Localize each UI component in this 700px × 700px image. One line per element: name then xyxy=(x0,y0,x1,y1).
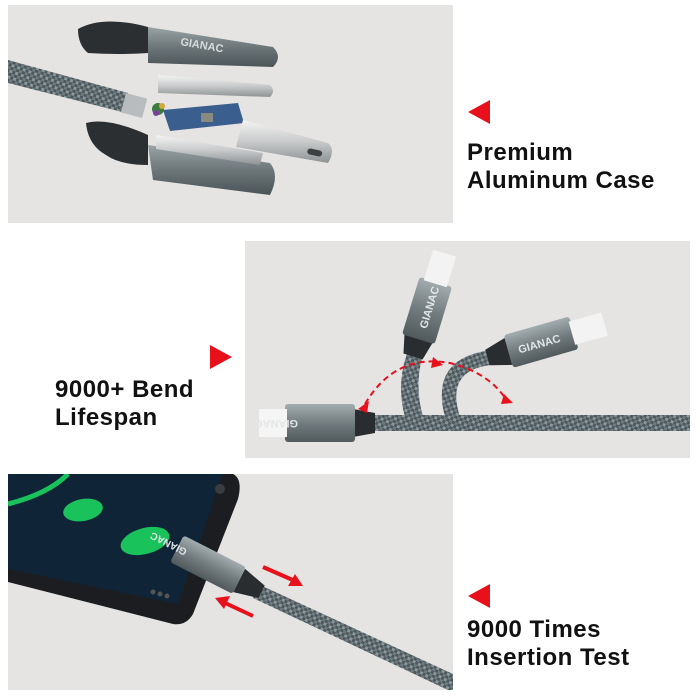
red-triangle-right-icon xyxy=(210,345,232,369)
caption-line-1: 9000 Times xyxy=(467,616,601,643)
bend-lifespan-image: GIANAC GIANAC GIANAC xyxy=(245,241,690,458)
exploded-connector-illustration: GIANAC xyxy=(8,21,332,195)
caption-line-2: Aluminum Case xyxy=(467,167,655,194)
aluminum-case-image: GIANAC xyxy=(8,5,453,223)
push-pull-arrows xyxy=(215,565,303,618)
bend-arc-arrow xyxy=(364,360,508,405)
caption-line-1: 9000+ Bend xyxy=(55,376,195,403)
caption-line-2: Insertion Test xyxy=(467,644,630,671)
insertion-test-image: GIANAC xyxy=(8,474,453,690)
brand-logo: GIANAC xyxy=(255,417,298,429)
caption-line-2: Lifespan xyxy=(55,404,158,431)
bending-cable-illustration: GIANAC GIANAC GIANAC xyxy=(255,249,690,442)
feature-caption-aluminum-case: Premium Aluminum Case xyxy=(467,139,655,195)
feature-caption-insertion-test: 9000 Times Insertion Test xyxy=(467,616,630,672)
phone-insertion-illustration: GIANAC xyxy=(8,474,453,690)
caption-line-1: Premium xyxy=(467,139,574,166)
feature-caption-bend-lifespan: 9000+ Bend Lifespan xyxy=(55,376,194,432)
red-triangle-left-icon xyxy=(468,584,490,608)
red-triangle-left-icon xyxy=(468,100,490,124)
